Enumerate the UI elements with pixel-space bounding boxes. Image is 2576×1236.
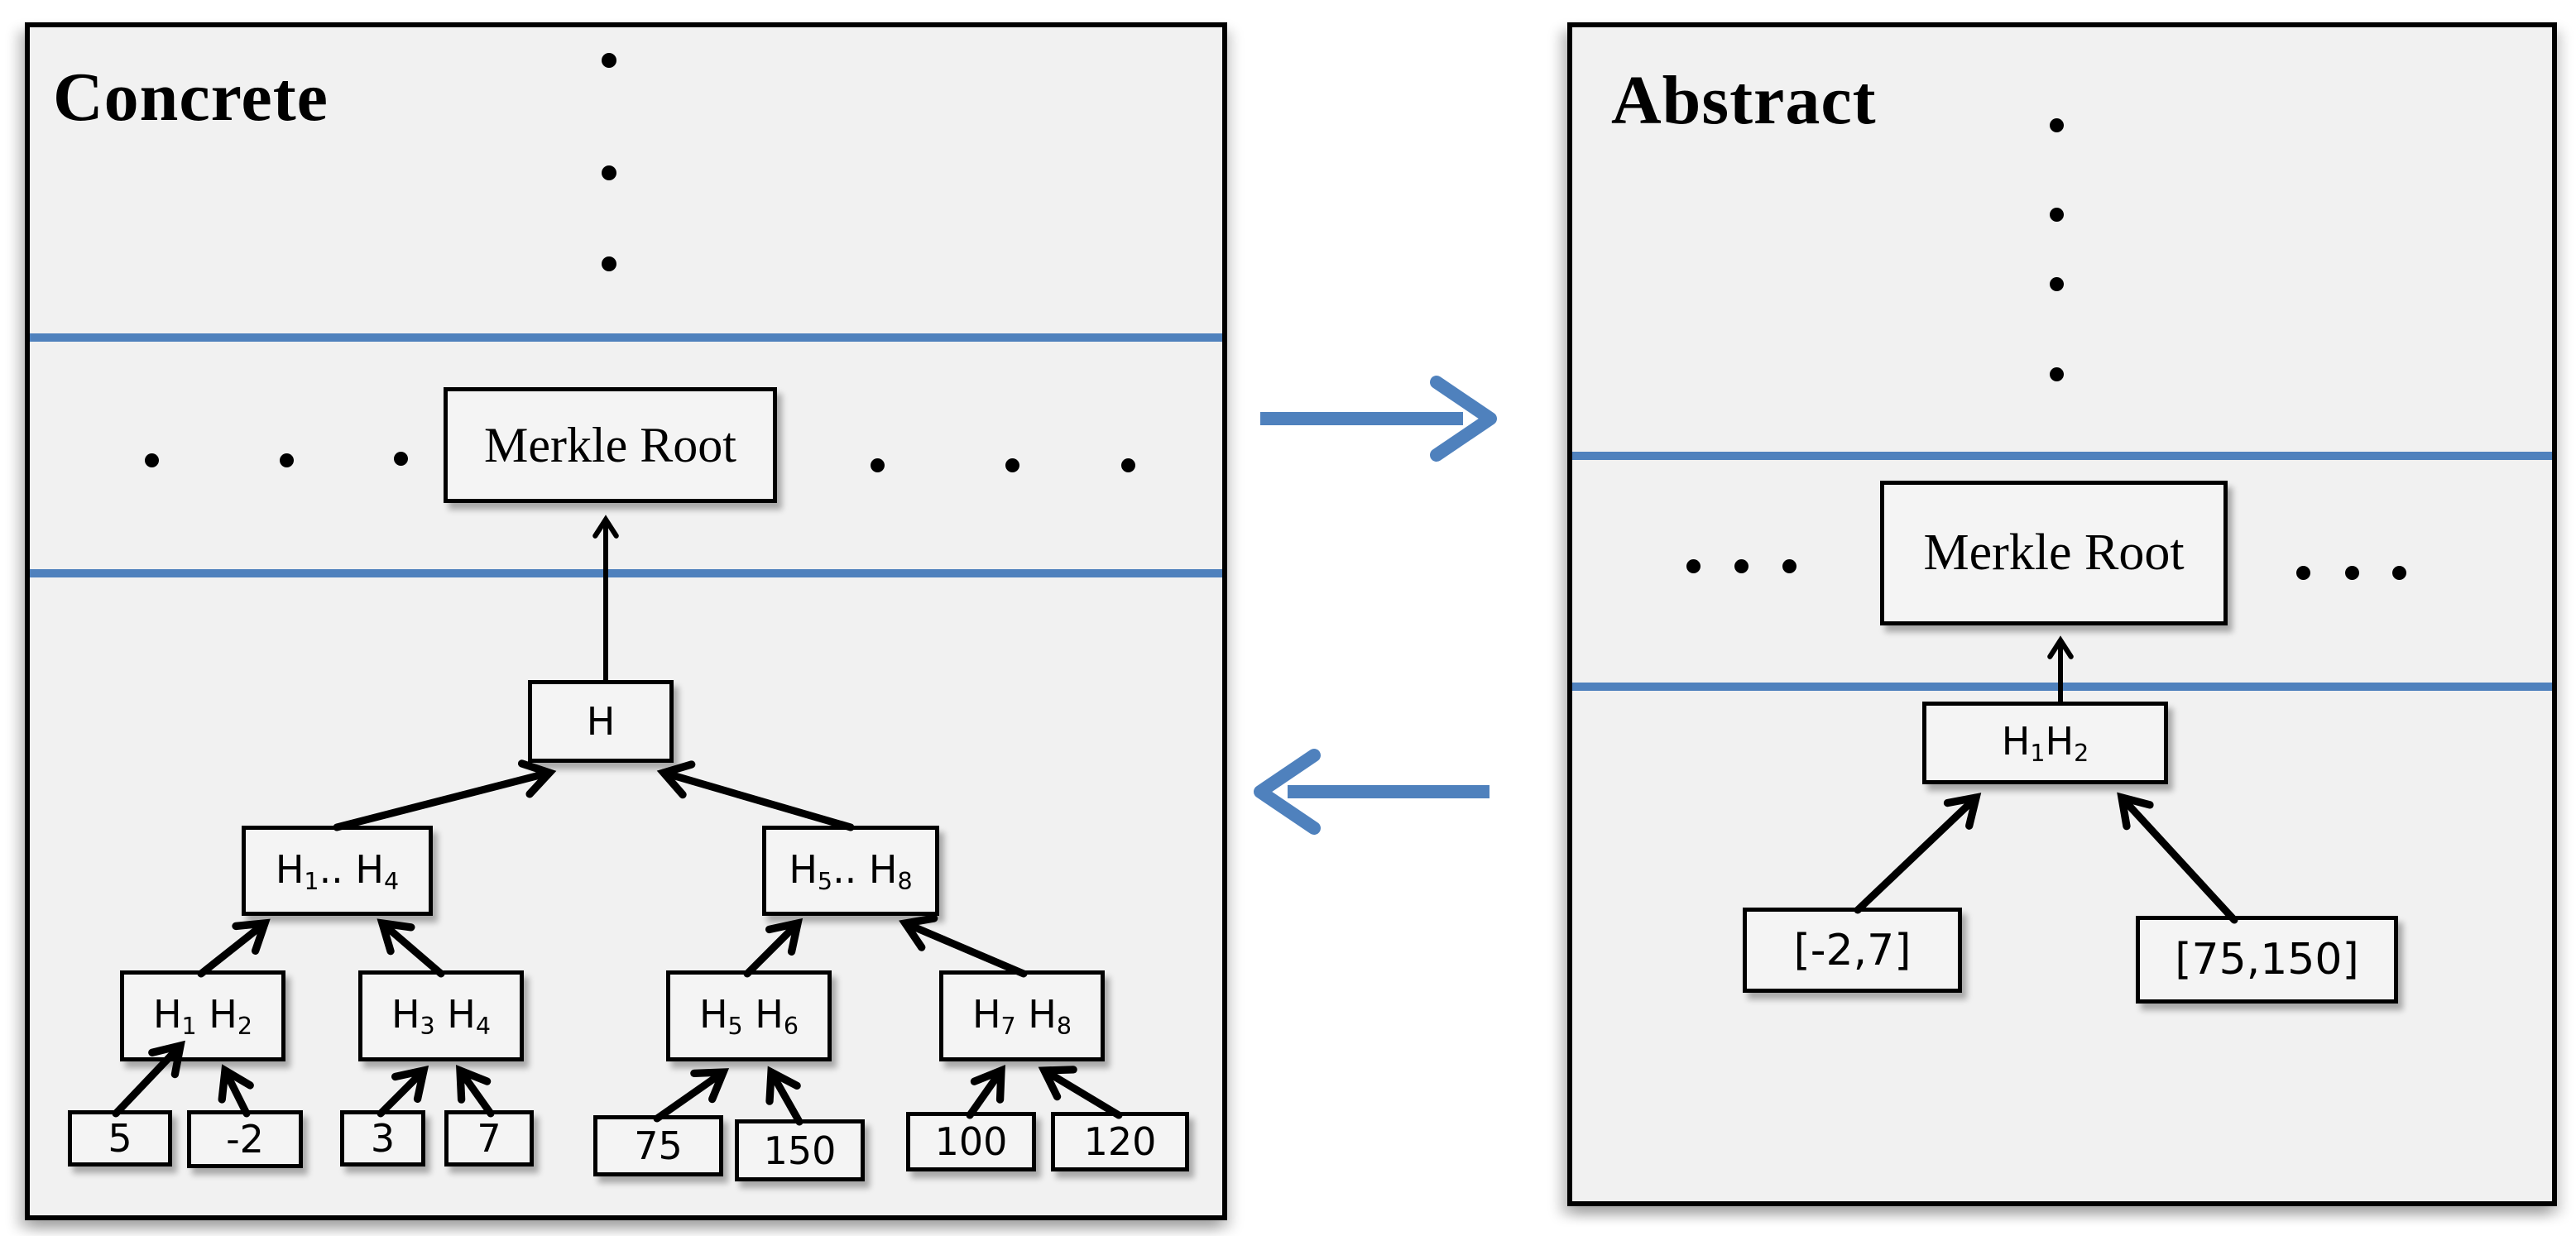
ellipsis-dot: [1686, 559, 1701, 573]
abstraction-arrow-right: [1260, 376, 1497, 462]
ellipsis-dot: [280, 453, 294, 467]
ellipsis-dot: [394, 452, 408, 466]
ellipsis-dot: [602, 165, 616, 180]
concrete-separator-bottom: [30, 569, 1222, 577]
ellipsis-dot: [2050, 208, 2064, 222]
leaf-value-label: -2: [226, 1117, 264, 1162]
concrete-separator-top: [30, 333, 1222, 342]
ellipsis-dot: [1734, 559, 1749, 573]
leaf-value-label: 5: [108, 1116, 132, 1161]
ellipsis-dot: [1782, 559, 1796, 573]
leaf-value-label: 100: [934, 1119, 1008, 1164]
ellipsis-dot: [2296, 566, 2310, 580]
leaf-value-label: 120: [1083, 1119, 1157, 1164]
leaf-value-label: 75: [634, 1123, 683, 1168]
abstract-merkle-root-label: Merkle Root: [1923, 525, 2185, 581]
ellipsis-dot: [2392, 566, 2406, 580]
concrete-node-h7h8-label: H7 H8: [971, 992, 1072, 1040]
ellipsis-dot: [602, 256, 616, 271]
abstract-panel-title: Abstract: [1611, 62, 1877, 139]
abstract-leaf-interval: [-2,7]: [1743, 908, 1962, 993]
concrete-node-h3h4-label: H3 H4: [391, 992, 492, 1040]
leaf-value: 75: [593, 1115, 723, 1176]
ellipsis-dot: [2050, 277, 2064, 291]
concrete-node-h1h2-label: H1 H2: [152, 992, 253, 1040]
leaf-value: 3: [340, 1110, 425, 1167]
leaf-value: 7: [444, 1110, 534, 1167]
concrete-node-h7h8: H7 H8: [939, 970, 1105, 1061]
concrete-node-h5h6-label: H5 H6: [698, 992, 799, 1040]
concrete-node-h1h2: H1 H2: [120, 970, 285, 1061]
concretization-arrow-left: [1254, 749, 1489, 835]
leaf-value: 120: [1051, 1112, 1189, 1171]
concrete-node-h5-h8-label: H5.. H8: [789, 846, 913, 895]
abstract-separator-bottom: [1572, 683, 2552, 691]
ellipsis-dot: [1121, 458, 1135, 472]
concrete-node-h1-h4: H1.. H4: [242, 826, 433, 916]
abstract-node-h1h2: H1H2: [1922, 702, 2168, 784]
leaf-value: -2: [187, 1110, 303, 1168]
concrete-node-h-label: H: [586, 699, 616, 744]
abstract-leaf-interval-label: [75,150]: [2175, 935, 2359, 984]
concrete-merkle-root-label: Merkle Root: [484, 417, 736, 472]
abstract-leaf-interval-label: [-2,7]: [1793, 925, 1912, 975]
leaf-value-label: 150: [763, 1128, 837, 1173]
abstract-merkle-root-node: Merkle Root: [1880, 481, 2228, 625]
leaf-value-label: 7: [477, 1116, 501, 1161]
abstract-leaf-interval: [75,150]: [2136, 916, 2398, 1004]
concrete-node-h: H: [528, 680, 674, 763]
abstract-node-h1h2-label: H1H2: [2001, 719, 2089, 767]
ellipsis-dot: [602, 53, 616, 68]
concrete-node-h5-h8: H5.. H8: [762, 826, 939, 916]
concrete-node-h1-h4-label: H1.. H4: [275, 846, 400, 895]
ellipsis-dot: [2050, 367, 2064, 381]
ellipsis-dot: [871, 458, 885, 472]
ellipsis-dot: [2345, 566, 2359, 580]
ellipsis-dot: [145, 453, 159, 467]
abstract-separator-top: [1572, 452, 2552, 460]
ellipsis-dot: [2050, 118, 2064, 132]
ellipsis-dot: [1005, 458, 1019, 472]
concrete-node-h5h6: H5 H6: [666, 970, 832, 1061]
concrete-panel-title: Concrete: [53, 59, 329, 136]
leaf-value: 5: [68, 1110, 172, 1167]
leaf-value: 100: [906, 1112, 1036, 1171]
leaf-value-label: 3: [370, 1116, 396, 1161]
concrete-merkle-root-node: Merkle Root: [444, 387, 777, 503]
concrete-node-h3h4: H3 H4: [358, 970, 524, 1061]
leaf-value: 150: [735, 1119, 865, 1181]
